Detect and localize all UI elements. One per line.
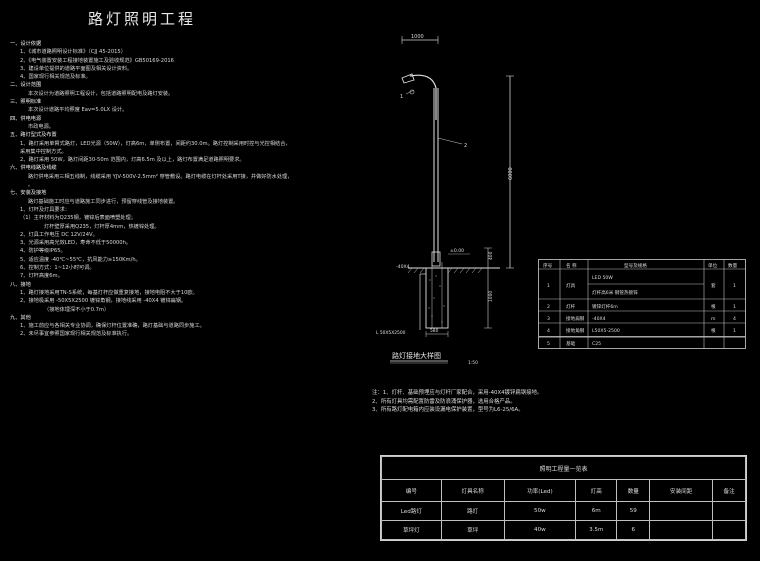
- lamp-head-icon: [401, 73, 415, 84]
- svg-text:4: 4: [547, 328, 550, 334]
- note-line: 一、设计依据: [10, 41, 42, 47]
- note-line: 本次设计道路平均照度 Eav=5.0LX 设计。: [28, 107, 128, 114]
- qt-header: 功率(Led): [503, 479, 577, 502]
- svg-text:根: 根: [711, 327, 716, 334]
- table-row: 草坪灯 草坪 40w 3.5m 6: [381, 520, 746, 540]
- note-line: 三、照明标准: [10, 99, 42, 106]
- svg-text:5: 5: [547, 341, 550, 347]
- svg-text:C25: C25: [592, 341, 601, 347]
- svg-text:1: 1: [733, 328, 736, 334]
- svg-text:1: 1: [733, 304, 736, 310]
- drawing-title: 路灯接地大样图: [392, 351, 441, 360]
- quantity-table: 照明工程量一览表 编号 灯具名称 功率(Led) 灯高 数量 安装间距 备注 L…: [380, 455, 747, 541]
- note-line: 2、接地极采用 -50X5X2500 镀锌角钢，接地线采用 -40X4 镀锌扁钢…: [20, 298, 187, 305]
- dim-height-label: 6000: [508, 167, 514, 180]
- note-line: 五、路灯型式及布置: [10, 132, 57, 139]
- svg-text:单位: 单位: [708, 262, 718, 269]
- svg-text:灯具: 灯具: [566, 282, 576, 289]
- note-line: 1、路灯接地采用TN-S系统，每基灯杆应做重复接地，接地电阻不大于10欧。: [20, 289, 198, 296]
- svg-text:4: 4: [733, 316, 736, 322]
- svg-text:灯杆高6米 钢管热镀锌: 灯杆高6米 钢管热镀锌: [592, 289, 638, 296]
- qt-header: 灯高: [575, 479, 618, 502]
- svg-text:1: 1: [733, 283, 736, 289]
- dim-arm-label: 1000: [411, 34, 424, 40]
- svg-text:1: 1: [400, 94, 403, 100]
- note-line: 九、其他: [10, 314, 31, 321]
- qt-header: 安装间距: [649, 479, 714, 502]
- svg-text:灯杆: 灯杆: [566, 303, 576, 310]
- svg-text:m: m: [711, 317, 716, 322]
- page-title: 路灯照明工程: [88, 10, 197, 28]
- svg-text:型号及规格: 型号及规格: [624, 262, 647, 269]
- note-line: 5、适应温度 -40℃~55℃，抗风能力≥150Km/h。: [20, 256, 141, 263]
- flat-steel-label: -40X4: [396, 264, 410, 270]
- svg-text:基础: 基础: [566, 340, 576, 347]
- drawing-notes: 注：1、灯杆、基础预埋应与灯杆厂家配合，采用-40X4镀锌扁钢接地。 2、所有灯…: [372, 390, 543, 413]
- note-line: 3、建设单位提供的道路平面图及相关设计资料。: [20, 65, 133, 72]
- svg-text:镀锌灯杆6m: 镀锌灯杆6m: [592, 303, 618, 310]
- svg-text:-40X4: -40X4: [592, 316, 606, 322]
- note-line: 路灯供电采用三相五线制，线缆采用 YJV-500V-2.5mm² 穿管敷设。路灯…: [28, 173, 293, 180]
- svg-text:接地角钢: 接地角钢: [566, 327, 585, 334]
- note-line: 4、国家现行相关规范及标准。: [20, 74, 91, 81]
- quantity-table-caption: 照明工程量一览表: [381, 456, 746, 480]
- svg-text:580: 580: [430, 328, 439, 334]
- note-line: 六、供电线路及线缆: [10, 165, 57, 172]
- foundation: [425, 267, 449, 329]
- svg-text:套: 套: [711, 282, 716, 289]
- note-line: 采用集中控制方式。: [20, 148, 67, 155]
- note-line: 7、灯杆高度6m。: [20, 273, 63, 280]
- note-line: 市政电源。: [28, 123, 54, 130]
- drawing-scale: 1:50: [468, 360, 478, 366]
- note-line: 1、施工前应与各相关专业协调，确保灯杆位置准确，路灯基础与道路同步施工。: [20, 323, 205, 330]
- parts-table: 序号 名 称 型号及规格 单位 数量 1 灯具 LED 50W 灯杆高6米 钢管…: [538, 259, 746, 337]
- svg-text:1: 1: [547, 283, 550, 289]
- note-line: 八、接地: [10, 281, 31, 288]
- note-line: （1）主杆材料为Q235钢，镀锌后表面喷塑处理；: [20, 215, 136, 222]
- note-line: 2、《电气装置安装工程接地装置施工及验收规范》GB50169-2016: [20, 57, 174, 64]
- svg-text:接地扁钢: 接地扁钢: [566, 315, 585, 322]
- grade-label: ±0.00: [450, 248, 464, 254]
- svg-text:400: 400: [488, 251, 494, 260]
- pole-grounding-drawing: 1000 2 1 6000 ±0.00 -40X4 L 50X5X2500 40…: [376, 34, 514, 366]
- svg-text:数量: 数量: [728, 262, 738, 269]
- parts-table-last-row: 5 基础 C25: [538, 337, 746, 349]
- note-line: 灯杆壁厚采用Q235，灯杆厚4mm，热镀锌处理。: [44, 223, 160, 230]
- svg-text:名 称: 名 称: [566, 262, 577, 269]
- qt-header: 编号: [381, 479, 442, 502]
- qt-header: 数量: [616, 479, 651, 502]
- note-line: 。: [28, 182, 34, 189]
- note-line: 4、防护等级IP65。: [20, 248, 66, 255]
- qt-header: 备注: [712, 479, 746, 502]
- svg-text:序号: 序号: [543, 262, 553, 269]
- note-line: （接地体埋深不小于0.7m）: [44, 306, 110, 313]
- svg-text:1000: 1000: [488, 291, 494, 302]
- note-line: 1、路灯采用单臂式路灯，LED光源（50W），灯高6m，单侧布置，间距约30.0…: [20, 140, 291, 147]
- design-notes: 一、设计依据 1、《城市道路照明设计标准》（CJJ 45-2015）2、《电气装置…: [10, 40, 370, 339]
- note-line: 四、供电电源: [10, 115, 42, 122]
- qt-header: 灯具名称: [440, 479, 505, 502]
- svg-text:LED 50W: LED 50W: [592, 275, 613, 281]
- note-line: 七、安装及接地: [10, 190, 47, 197]
- svg-text:根: 根: [711, 303, 716, 310]
- note-line: 1、灯杆及灯具要求：: [20, 206, 70, 213]
- note-line: 2、灯具工作电压 DC 12V/24V。: [20, 231, 98, 238]
- note-line: 路灯基础施工时应与道路施工同步进行，预留穿线管及接地装置。: [28, 198, 179, 205]
- svg-text:3: 3: [547, 316, 550, 322]
- svg-text:2: 2: [547, 304, 550, 310]
- note-line: 本次设计为道路照明工程设计，包括道路照明配电及路灯安装。: [28, 90, 174, 97]
- note-line: 2、路灯采用 50W，路灯间距30-50m 范围内，灯高6.5m 及以上，路灯布…: [20, 157, 245, 164]
- note-line: 6、控制方式：1~12小时可调。: [20, 265, 95, 272]
- note-line: 二、设计范围: [10, 82, 42, 89]
- note-line: 2、未尽事宜参照国家现行相关规范及标准执行。: [20, 331, 133, 338]
- lamp-arm: [409, 74, 437, 120]
- table-row: Led路灯 路灯 50w 6m 59: [381, 501, 746, 521]
- note-line: 3、光源采用高光效LED，寿命不低于50000h。: [20, 240, 132, 247]
- svg-text:2: 2: [464, 143, 467, 149]
- svg-text:L50X5-2500: L50X5-2500: [592, 328, 620, 334]
- angle-steel-label: L 50X5X2500: [376, 330, 406, 336]
- note-line: 1、《城市道路照明设计标准》（CJJ 45-2015）: [20, 49, 126, 56]
